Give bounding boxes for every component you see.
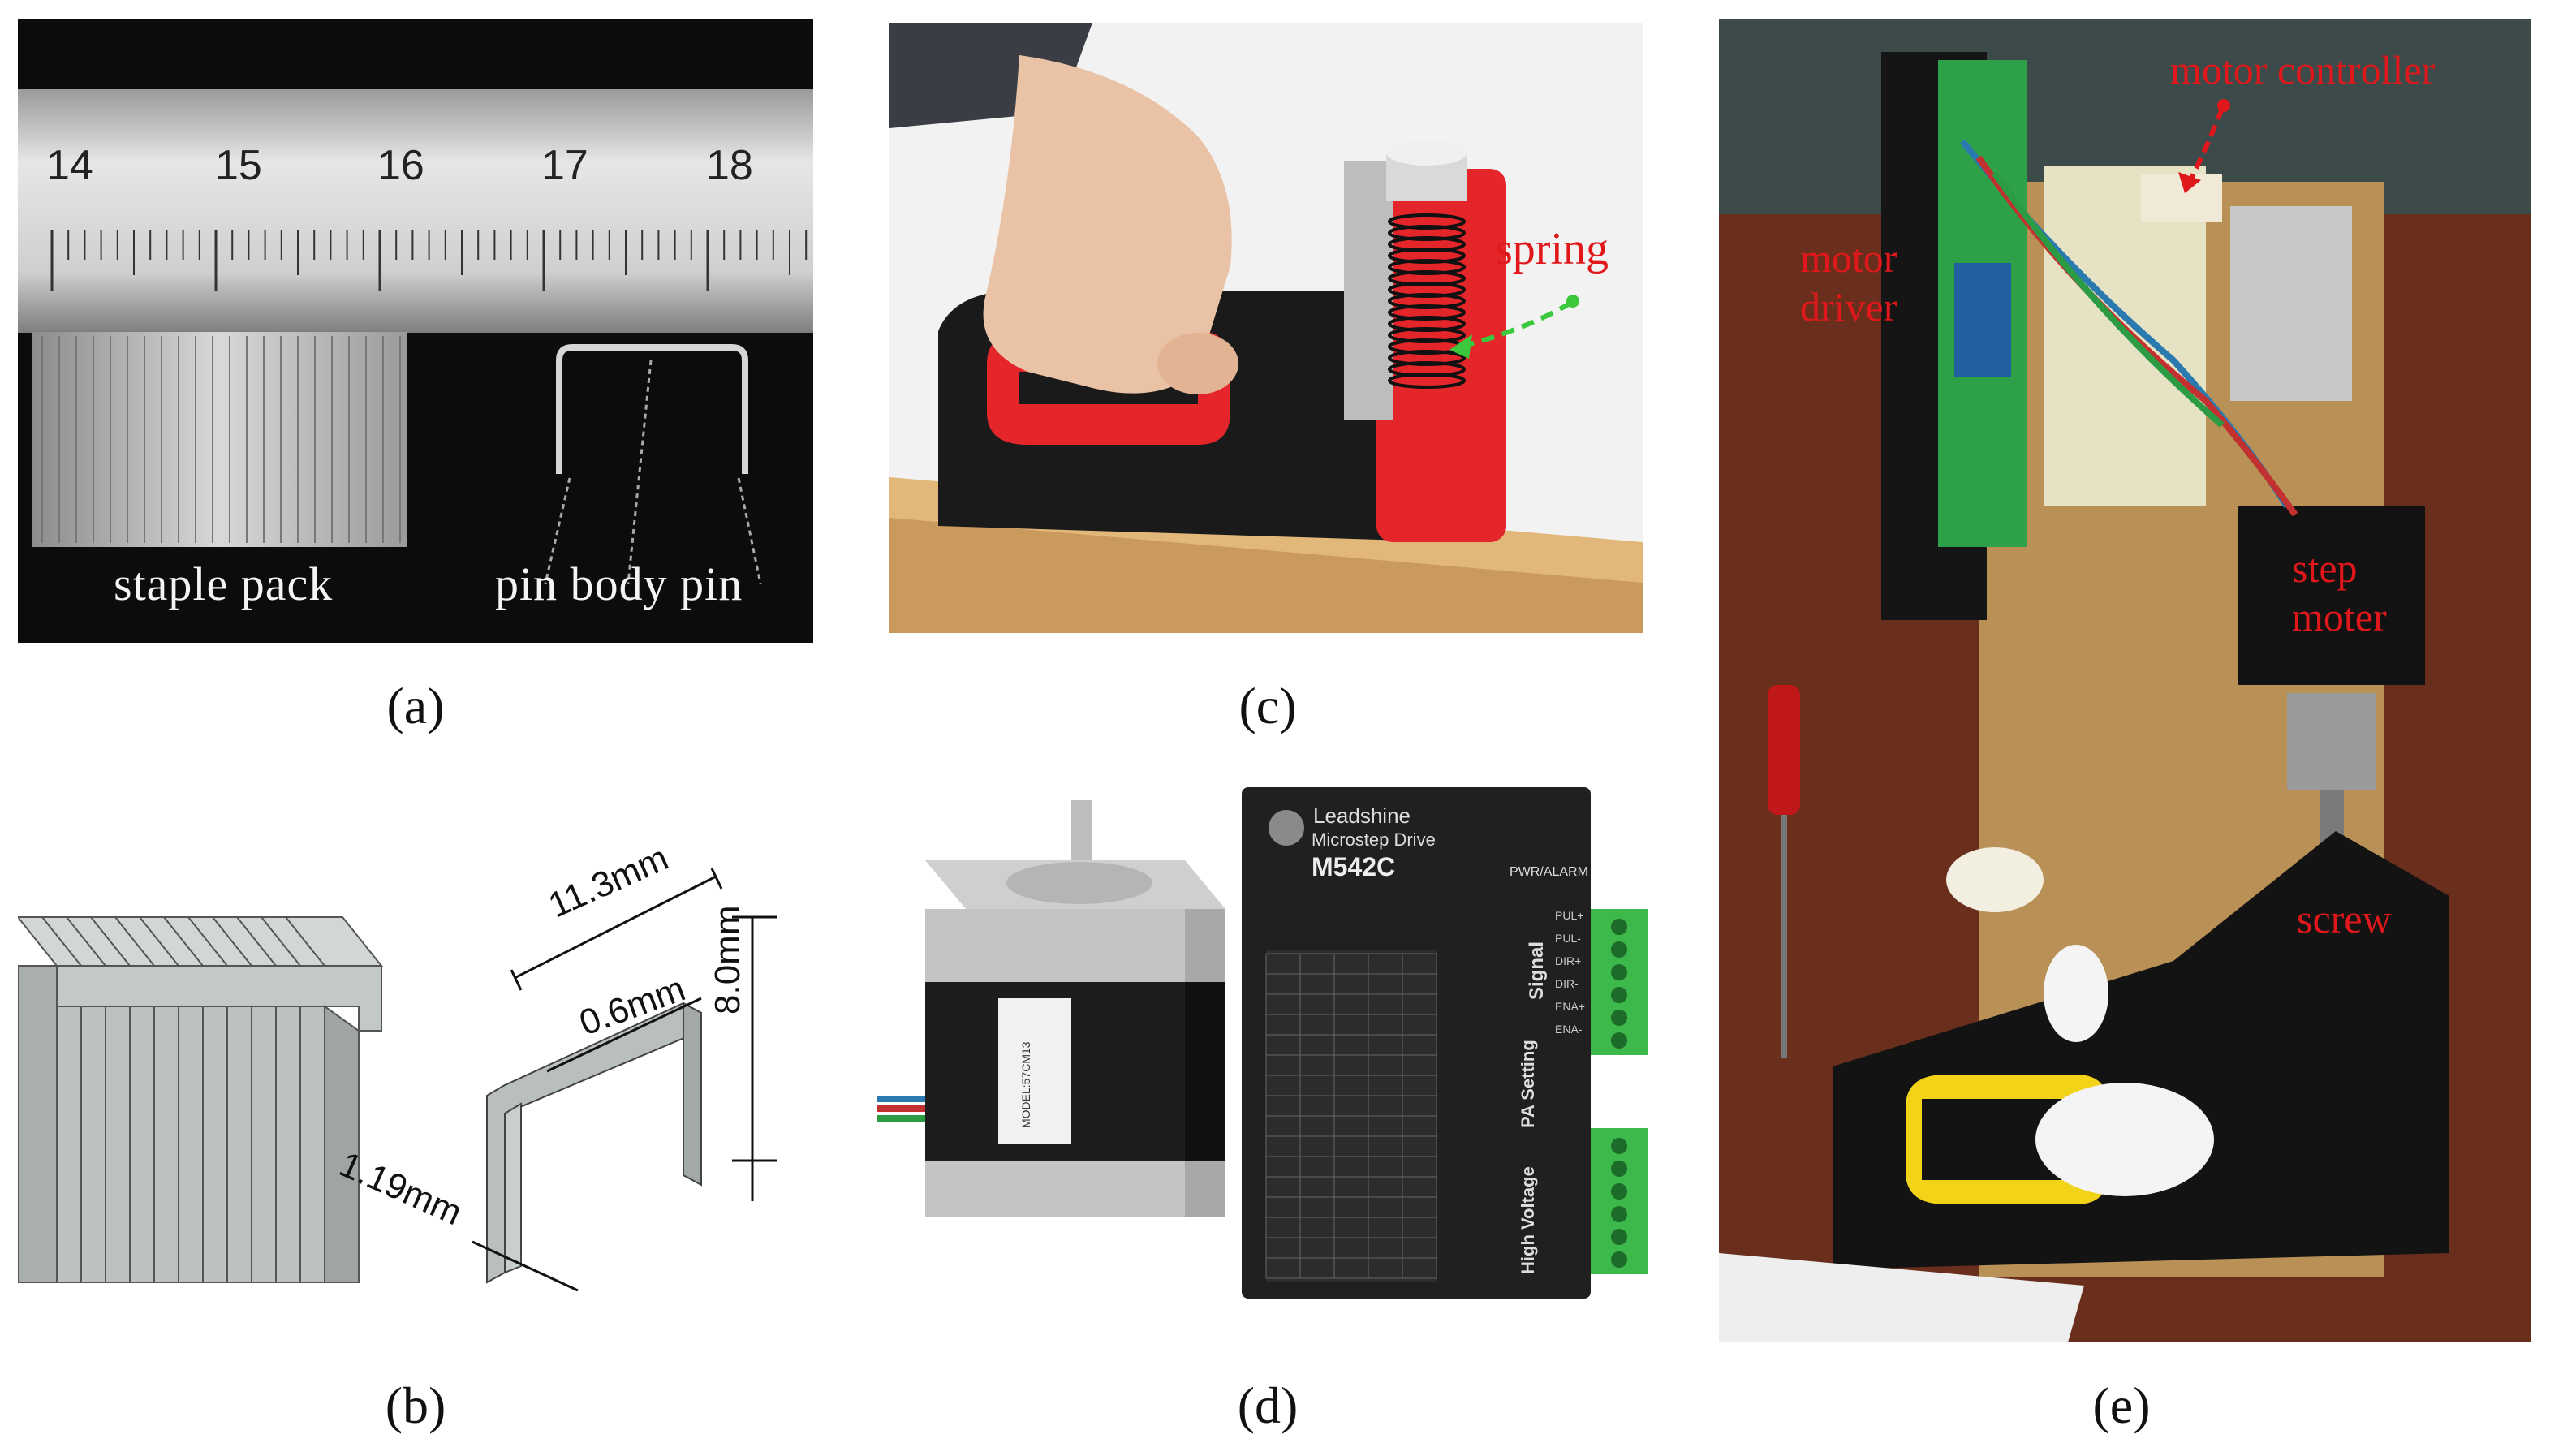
caption-a: (a): [386, 677, 445, 734]
driver-model: M542C: [1312, 852, 1396, 881]
signal-pin-label: DIR-: [1555, 977, 1579, 990]
caption-d: (d): [1237, 1376, 1299, 1434]
motor-front-flange: [925, 909, 1185, 982]
panel-a-scene: [18, 89, 813, 584]
panel-d-photo: Leadshine Microstep Drive M542C PWR/ALAR…: [877, 787, 1672, 1307]
staple-pack-grooves: [41, 336, 401, 543]
staple-pack: [32, 332, 407, 547]
staple-right-leg: [683, 1002, 702, 1187]
pack-leg: [324, 1005, 360, 1283]
label-step-motor-line2: moter: [2292, 594, 2387, 640]
single-staple: [556, 344, 748, 474]
label-spring: spring: [1495, 224, 1609, 274]
ruler-minor-ticks: [50, 230, 808, 291]
paper-sheet: [1719, 1253, 2084, 1342]
driver-brand: Leadshine: [1313, 803, 1411, 828]
dim-line-width: [514, 875, 717, 980]
pack-front-face: [56, 1006, 325, 1283]
screwdriver: [1768, 685, 1800, 815]
dim-line-depth: [472, 1240, 579, 1292]
signal-pin-label: ENA-: [1555, 1023, 1583, 1036]
panel-e-photo: motor controller motor driver step moter…: [1719, 19, 2531, 1342]
signal-pin-label: PUL-: [1555, 932, 1581, 945]
label-motor-driver-line2: driver: [1800, 284, 1897, 330]
motor-rear-flange: [925, 1161, 1185, 1217]
ruler-tick-label: 14: [46, 142, 93, 189]
driver-group-setting: PA Setting: [1518, 1040, 1538, 1128]
glue-blob: [2035, 1083, 2214, 1196]
wire-green: [1992, 171, 2225, 429]
motor-model-label: MODEL:57CM13: [1019, 1041, 1032, 1128]
signal-pin-label: DIR+: [1555, 954, 1582, 967]
driver-group-voltage: High Voltage: [1518, 1166, 1538, 1274]
panel-c-photo: spring: [889, 23, 1643, 633]
panel-b-scene: [18, 868, 777, 1292]
panel-c-scene: [889, 23, 1643, 633]
label-motor-driver-line1: motor: [1800, 235, 1897, 281]
pointer-right-pin: [737, 477, 762, 584]
label-screw: screw: [2297, 896, 2392, 941]
driver-table-grid: [1265, 953, 1437, 1279]
label-pin-body-pin: pin body pin: [495, 558, 743, 610]
spring-coils: [1388, 213, 1466, 389]
pointer-left-pin: [544, 477, 571, 584]
driver-group-signal: Signal: [1526, 941, 1548, 1000]
panel-d-scene: [877, 787, 1648, 1299]
ruler-tick-label: 15: [215, 142, 262, 189]
driver-pwr-alarm: PWR/ALARM: [1510, 865, 1588, 879]
pointer-body: [627, 360, 653, 584]
label-motor-controller: motor controller: [2170, 47, 2436, 93]
pack-staple-divisions: [41, 916, 325, 1282]
dim-line-thickness: [546, 997, 702, 1073]
signal-pin-label: ENA+: [1555, 1000, 1585, 1013]
panel-e-scene: [1719, 19, 2531, 1342]
terminal-screws: [1611, 919, 1627, 1268]
ruler-tick-label: 17: [541, 142, 588, 189]
motor-label-sticker: [998, 998, 1071, 1144]
label-staple-pack: staple pack: [114, 558, 334, 610]
staple-left-leg: [504, 1102, 522, 1274]
driver-subtitle: Microstep Drive: [1312, 829, 1436, 850]
caption-c: (c): [1238, 677, 1297, 734]
hand: [983, 55, 1232, 394]
ruler: [18, 89, 813, 333]
caption-b: (b): [385, 1376, 446, 1434]
step-motor: [2238, 506, 2425, 685]
leadshine-logo: [1269, 810, 1304, 846]
relay: [2230, 206, 2352, 401]
shaft-coupler: [2287, 693, 2376, 790]
pack-left-face: [18, 965, 58, 1283]
spring-pointer-arrow: [1457, 300, 1573, 350]
ruler-tick-label: 16: [377, 142, 424, 189]
ruler-tick-label: 18: [706, 142, 753, 189]
signal-pin-label: PUL+: [1555, 909, 1584, 922]
controller-pointer-arrow: [2187, 107, 2225, 183]
stapler-plate: [1344, 161, 1393, 420]
label-step-motor-line1: step: [2292, 545, 2358, 591]
panel-b-drawing: 11.3mm 0.6mm 8.0mm 1.19mm: [18, 828, 829, 1323]
dim-height-label: 8.0mm: [708, 905, 747, 1014]
panel-a-photo: 14 15 16 17 18 staple pack pin body pin: [18, 19, 813, 643]
caption-e: (e): [2092, 1376, 2151, 1434]
